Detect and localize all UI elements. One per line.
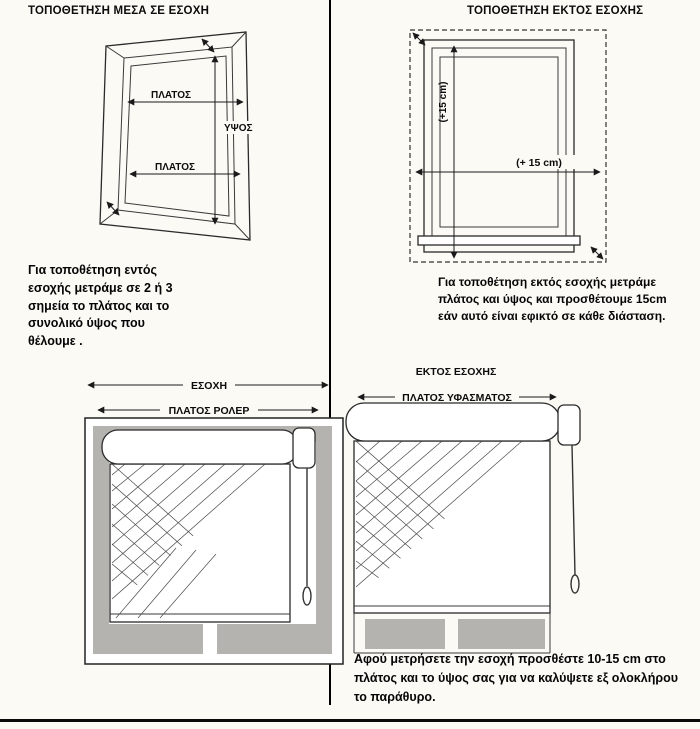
bottom-border bbox=[0, 719, 700, 722]
corner-arrow-top-left bbox=[412, 32, 426, 46]
outside-recess-title: ΤΟΠΟΘΕΤΗΣΗ ΕΚΤΟΣ ΕΣΟΧΗΣ bbox=[467, 5, 644, 17]
corner-arrow-bottom-right bbox=[590, 246, 604, 260]
fabric-mesh-pattern bbox=[356, 441, 523, 596]
chain-icon bbox=[302, 468, 312, 606]
depth-arrow-bottom bbox=[106, 201, 120, 216]
height-arrow: ΥΨΟΣ bbox=[211, 55, 264, 225]
fabric-width-label: ΠΛΑΤΟΣ ΥΦΑΣΜΑΤΟΣ bbox=[402, 392, 512, 404]
bottom-caption: Αφού μετρήσετε την εσοχή προσθέστε 10-15… bbox=[354, 652, 679, 704]
width-plus-label: (+ 15 cm) bbox=[516, 157, 562, 169]
window-frame bbox=[417, 39, 581, 253]
width-arrow-top: ΠΛΑΤΟΣ bbox=[127, 88, 244, 106]
depth-arrow-top bbox=[201, 38, 215, 53]
window-frame-perspective bbox=[99, 31, 251, 241]
chain-icon bbox=[570, 444, 580, 594]
width-plus-arrow: (+ 15 cm) bbox=[415, 155, 601, 176]
height-plus-label: (+15 cm) bbox=[438, 82, 449, 123]
inside-recess-window-drawing: ΠΛΑΤΟΣ ΥΨΟΣ ΠΛΑΤΟΣ bbox=[99, 31, 264, 241]
roller-width-arrow: ΠΛΑΤΟΣ ΡΟΛΕΡ bbox=[97, 402, 319, 417]
outside-roller-title: ΕΚΤΟΣ ΕΣΟΧΗΣ bbox=[416, 366, 497, 378]
roller-in-recess-drawing: ΕΣΟΧΗ ΠΛΑΤΟΣ ΡΟΛΕΡ bbox=[84, 377, 344, 665]
width-arrow-bottom: ΠΛΑΤΟΣ bbox=[129, 160, 241, 178]
inside-recess-caption: Για τοποθέτηση εντός εσοχής μετράμε σε 2… bbox=[28, 263, 173, 348]
roller-outside-recess-drawing: ΕΚΤΟΣ ΕΣΟΧΗΣ ΠΛΑΤΟΣ ΥΦΑΣΜΑΤΟΣ bbox=[345, 366, 581, 654]
fabric-panel bbox=[353, 440, 551, 614]
recess-width-arrow: ΕΣΟΧΗ bbox=[87, 377, 329, 392]
vertical-divider bbox=[329, 0, 331, 705]
roller-width-label: ΠΛΑΤΟΣ ΡΟΛΕΡ bbox=[169, 405, 250, 417]
roller-tube bbox=[101, 427, 316, 469]
height-plus-arrow: (+15 cm) bbox=[438, 45, 458, 259]
outside-recess-caption: Για τοποθέτηση εκτός εσοχής μετράμε πλάτ… bbox=[438, 275, 667, 323]
height-label: ΥΨΟΣ bbox=[224, 123, 253, 134]
roller-tube bbox=[345, 402, 581, 446]
width-label-bottom: ΠΛΑΤΟΣ bbox=[155, 162, 195, 173]
recess-label: ΕΣΟΧΗ bbox=[191, 380, 227, 392]
fabric-width-arrow: ΠΛΑΤΟΣ ΥΦΑΣΜΑΤΟΣ bbox=[357, 389, 557, 404]
fabric-rays bbox=[115, 547, 217, 619]
sill-below bbox=[353, 613, 551, 654]
width-label-top: ΠΛΑΤΟΣ bbox=[151, 90, 191, 101]
outside-recess-window-drawing: (+15 cm) (+ 15 cm) bbox=[409, 29, 607, 263]
inside-recess-title: ΤΟΠΟΘΕΤΗΣΗ ΜΕΣΑ ΣΕ ΕΣΟΧΗ bbox=[28, 5, 210, 17]
dashed-outline bbox=[409, 29, 607, 263]
